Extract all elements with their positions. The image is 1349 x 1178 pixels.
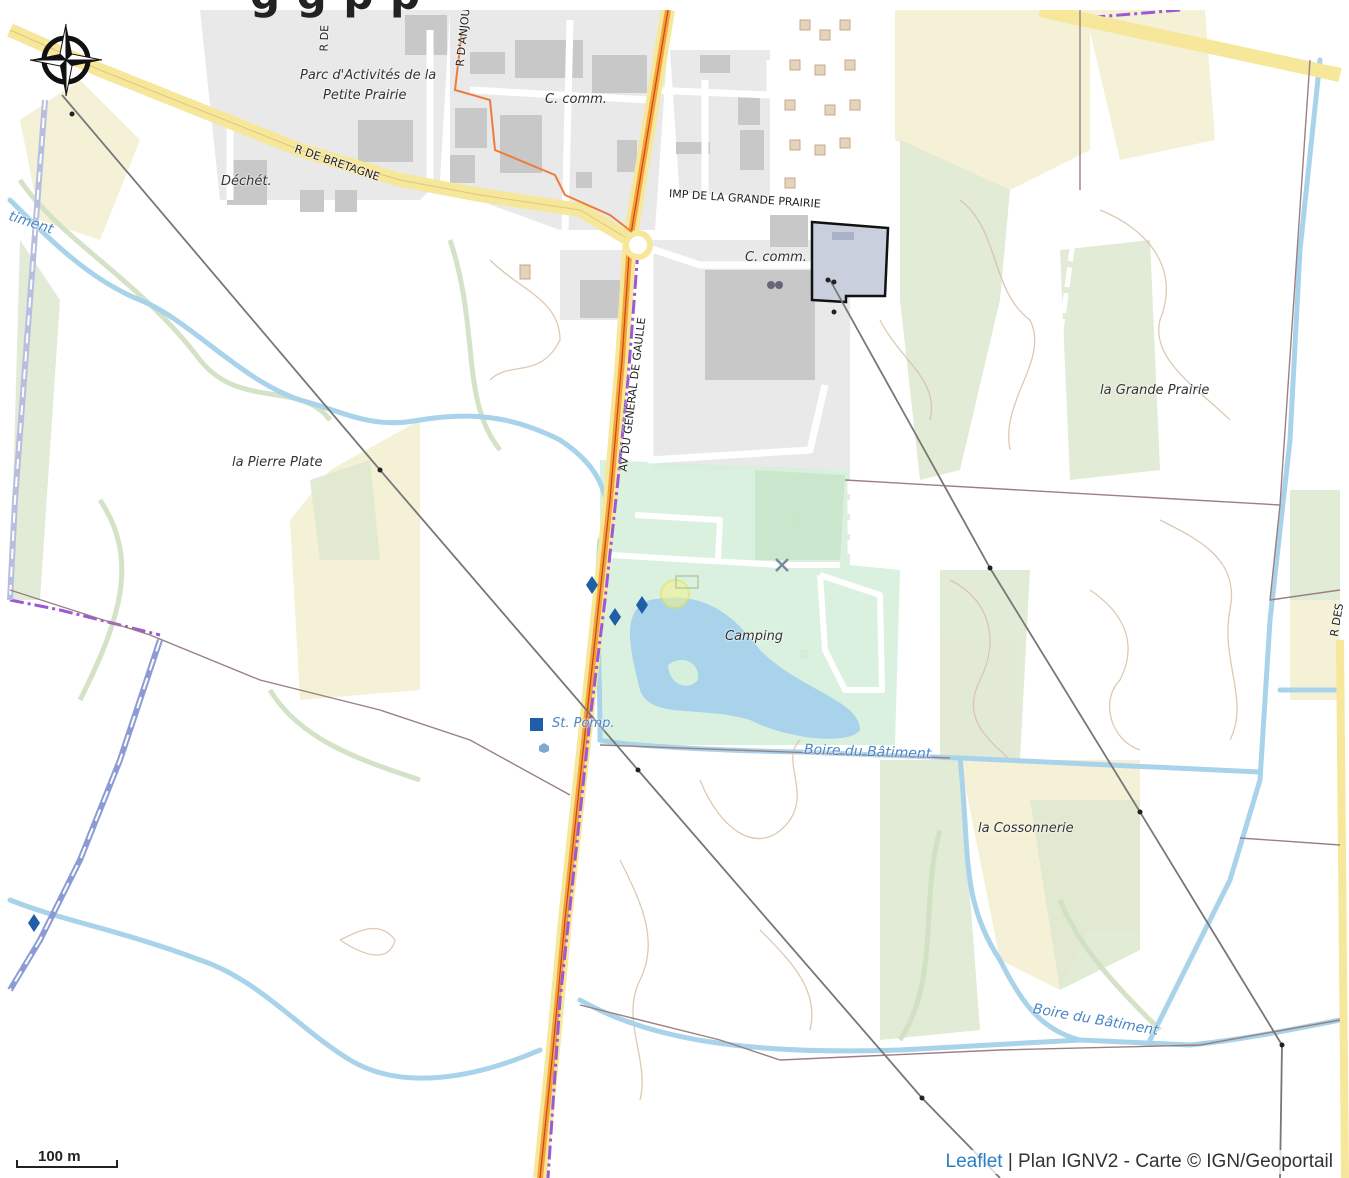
place-label-dechet: Déchét. — [221, 174, 272, 189]
place-label-camping: Camping — [725, 629, 784, 644]
place-label-cossonnerie: la Cossonnerie — [978, 821, 1074, 836]
attribution-separator: | — [1002, 1151, 1019, 1172]
attribution-text: Plan IGNV2 - Carte © IGN/Geoportail — [1018, 1151, 1333, 1172]
place-label-pierre-plate: la Pierre Plate — [232, 455, 323, 470]
cross-icon — [775, 558, 789, 572]
parking-icon — [767, 281, 783, 289]
marker-diamond-icon[interactable] — [635, 595, 649, 615]
marker-diamond-icon[interactable] — [608, 607, 622, 627]
marker-diamond-icon[interactable] — [27, 913, 41, 933]
marker-diamond-icon[interactable] — [585, 575, 599, 595]
place-label-c-comm: C. comm. — [545, 92, 607, 107]
attribution: Leaflet | Plan IGNV2 - Carte © IGN/Geopo… — [941, 1150, 1337, 1174]
place-label-parc: Parc d'Activités de la — [300, 68, 437, 83]
pump-station-icon[interactable] — [530, 718, 543, 731]
place-label-st-pomp: St. Pomp. — [552, 716, 615, 731]
scale-bar: 100 m — [16, 1148, 118, 1170]
top-band — [0, 0, 1349, 10]
road-label-r-de: R DE — [317, 24, 332, 52]
leaflet-link[interactable]: Leaflet — [945, 1151, 1003, 1172]
compass-rose-icon[interactable] — [28, 22, 104, 98]
place-label-grande-prairie: la Grande Prairie — [1100, 383, 1210, 398]
place-label-parc-line2: Petite Prairie — [323, 88, 407, 103]
scale-bar-line — [16, 1160, 118, 1168]
place-label-c-comm-2: C. comm. — [745, 250, 807, 265]
page-title-clipped: g g p p — [250, 0, 421, 19]
scale-label: 100 m — [38, 1148, 81, 1165]
pump-station-icon — [539, 743, 549, 753]
